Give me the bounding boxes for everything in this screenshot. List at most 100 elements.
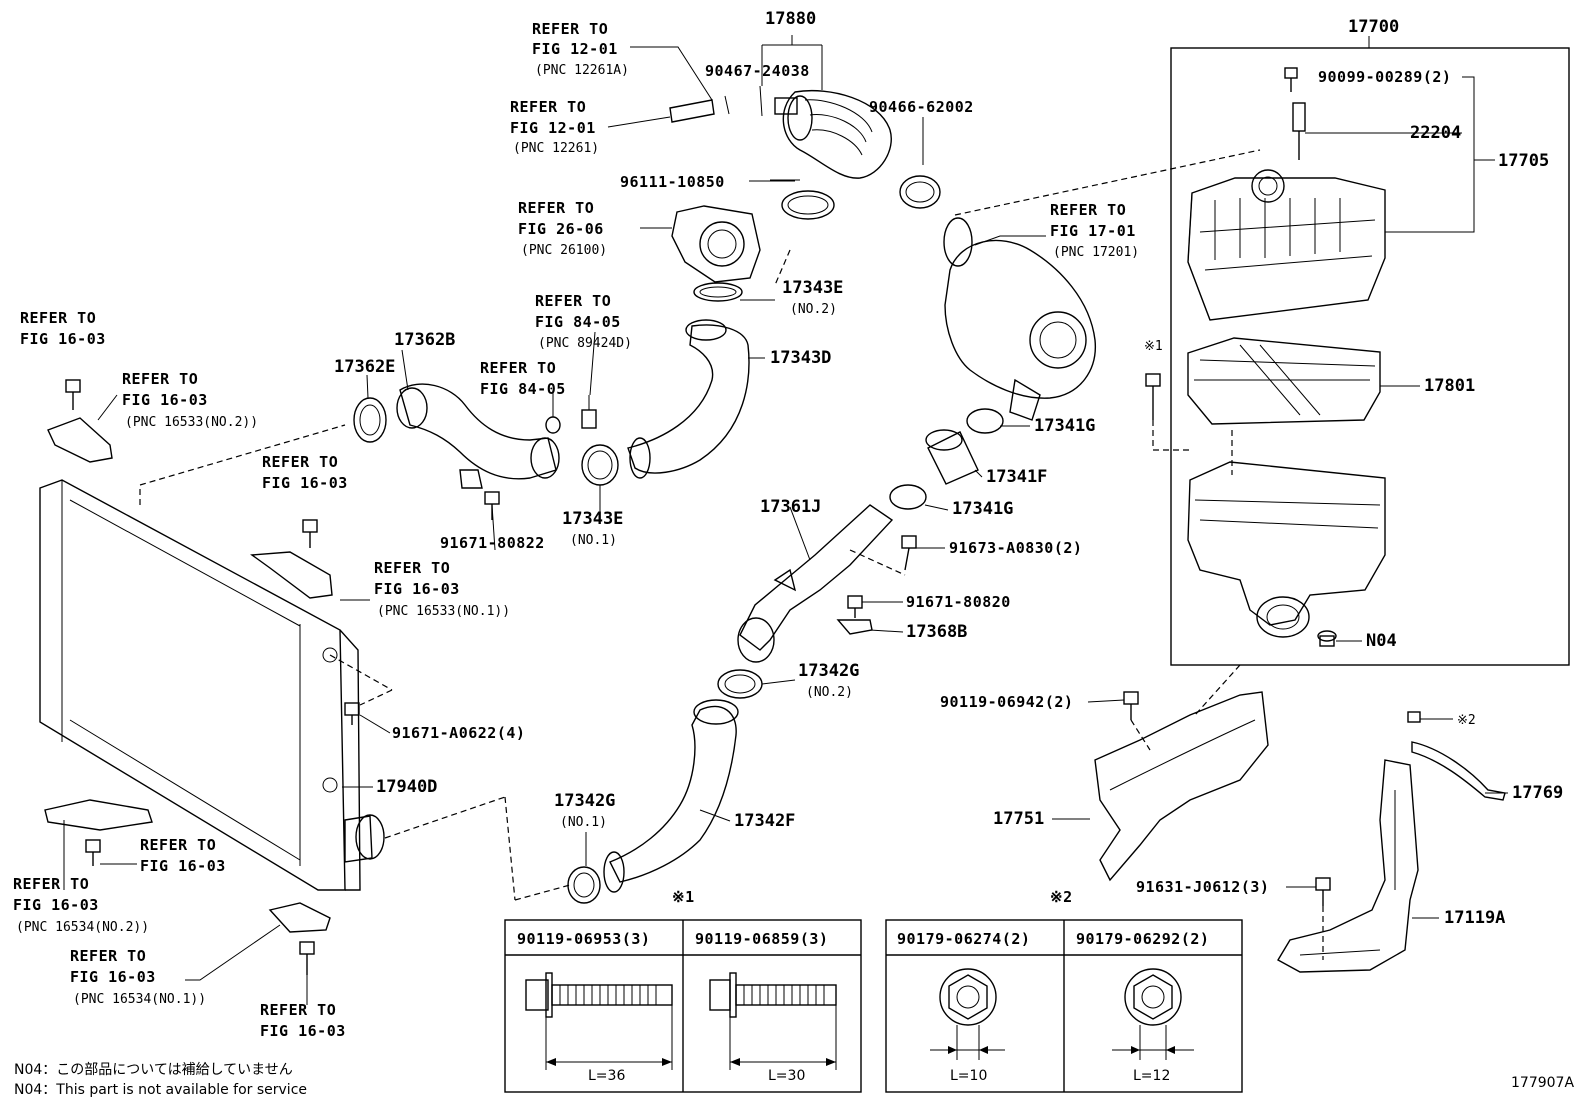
table1-col1: 90119-06953(3) xyxy=(517,930,650,948)
part-17769: 17769 xyxy=(1512,783,1563,803)
nut-mark2-drawing xyxy=(1407,711,1421,723)
duct-17751-drawing xyxy=(1094,664,1269,882)
grommet-n04-drawing xyxy=(1317,630,1337,647)
clamp-17341g-a-drawing xyxy=(966,408,1004,434)
ref-16-03-e-line2: FIG 16-03 xyxy=(140,857,226,875)
part-17342g-no2: 17342G xyxy=(798,661,859,681)
table1-col2: 90119-06859(3) xyxy=(695,930,828,948)
part-91671-80820: 91671-80820 xyxy=(906,593,1011,611)
part-17368b: 17368B xyxy=(906,622,967,642)
ref-12-01-a-line1: REFER TO xyxy=(532,20,608,38)
part-17362b: 17362B xyxy=(394,330,455,350)
bracket-17368b-drawing xyxy=(836,619,873,635)
hose-17342f-drawing xyxy=(603,699,739,893)
part-17342f: 17342F xyxy=(734,811,795,831)
bracket-16534-no1-drawing xyxy=(268,902,331,975)
part-17940d: 17940D xyxy=(376,777,437,797)
ref-12-01-a-line2: FIG 12-01 xyxy=(532,40,618,58)
part-91631-j0612: 91631-J0612(3) xyxy=(1136,878,1269,896)
intercooler-17940d-drawing xyxy=(39,424,571,901)
hose-17362b-drawing xyxy=(396,383,560,489)
part-17880: 17880 xyxy=(765,9,816,29)
part-17343e-no2-note: (NO.2) xyxy=(790,302,837,317)
labels: REFER TO FIG 12-01 (PNC 12261A) 17880 90… xyxy=(13,9,1563,1040)
ref-17-01-line3: (PNC 17201) xyxy=(1053,245,1139,260)
intake-hose-17880-drawing xyxy=(770,89,941,220)
part-22204: 22204 xyxy=(1410,123,1461,143)
table2-len1: L=10 xyxy=(950,1068,987,1084)
ref-16-03-h-line2: FIG 16-03 xyxy=(260,1022,346,1040)
ref-16-03-d-line2: FIG 16-03 xyxy=(374,580,460,598)
nut-table-mark2: ※2 90179-06274(2) 90179-06292(2) L=10 L=… xyxy=(885,888,1243,1093)
air-filter-element-drawing xyxy=(1187,337,1381,425)
part-17751: 17751 xyxy=(993,809,1044,829)
ref-16-03-c-line1: REFER TO xyxy=(262,453,338,471)
part-91673-a0830: 91673-A0830(2) xyxy=(949,539,1082,557)
part-17342g-no2-note: (NO.2) xyxy=(806,685,853,700)
ref-16-03-f-line1: REFER TO xyxy=(13,875,89,893)
flange-nut-2-drawing xyxy=(1112,968,1194,1060)
footnote-jp: N04：この部品については補給していません xyxy=(14,1062,293,1078)
diagram-id: 177907A xyxy=(1511,1075,1574,1091)
ref-16-03-h-line1: REFER TO xyxy=(260,1001,336,1019)
footnote-en: N04：This part is not available for servi… xyxy=(14,1082,307,1098)
hose-17343d-drawing xyxy=(627,319,750,479)
leader-lines xyxy=(63,35,1508,1005)
ref-16-03-a-line1: REFER TO xyxy=(20,309,96,327)
ref-16-03-b-line1: REFER TO xyxy=(122,370,198,388)
bolt-91631-drawing xyxy=(1315,877,1331,960)
part-17700: 17700 xyxy=(1348,17,1399,37)
ref-84-05-b-line2: FIG 84-05 xyxy=(480,380,566,398)
sensor-84-05-drawing xyxy=(545,395,597,434)
table1-mark: ※1 xyxy=(672,888,695,906)
ref-84-05-a-line3: (PNC 89424D) xyxy=(538,336,632,351)
ref-16-03-c-line2: FIG 16-03 xyxy=(262,474,348,492)
pipe-17361j-drawing xyxy=(737,504,906,663)
ref-26-06-line3: (PNC 26100) xyxy=(521,243,607,258)
clamp-17343e-no2-drawing xyxy=(693,282,743,302)
part-91671-80822: 91671-80822 xyxy=(440,534,545,552)
part-17362e: 17362E xyxy=(334,357,395,377)
part-17341f: 17341F xyxy=(986,467,1047,487)
ref-16-03-d-line3: (PNC 16533(NO.1)) xyxy=(377,604,510,619)
ref-84-05-a-line1: REFER TO xyxy=(535,292,611,310)
clamp-17342g-no2-drawing xyxy=(717,669,763,699)
part-90099-00289: 90099-00289(2) xyxy=(1318,68,1451,86)
mark-2-side: ※2 xyxy=(1457,713,1476,728)
mark-1-side: ※1 xyxy=(1144,339,1163,354)
turbocharger-drawing xyxy=(943,149,1261,421)
part-17343e-no2: 17343E xyxy=(782,278,843,298)
throttle-body-drawing xyxy=(671,205,791,286)
bracket-17769-drawing xyxy=(1411,741,1506,801)
ref-16-03-b-line3: (PNC 16533(NO.2)) xyxy=(125,415,258,430)
ref-16-03-g-line3: (PNC 16534(NO.1)) xyxy=(73,992,206,1007)
ref-16-03-g-line2: FIG 16-03 xyxy=(70,968,156,986)
ref-12-01-b-line1: REFER TO xyxy=(510,98,586,116)
flange-bolt-drawing xyxy=(525,972,673,1070)
ref-84-05-a-line2: FIG 84-05 xyxy=(535,313,621,331)
ref-12-01-b-line2: FIG 12-01 xyxy=(510,119,596,137)
part-91671-a0622: 91671-A0622(4) xyxy=(392,724,525,742)
part-90467-24038: 90467-24038 xyxy=(705,62,810,80)
table1-len2: L=30 xyxy=(768,1068,805,1084)
hose-17341f-drawing xyxy=(925,429,979,485)
clamp-17362e-drawing xyxy=(353,397,387,443)
ref-12-01-a-line3: (PNC 12261A) xyxy=(535,63,629,78)
bolt-90119-06942-drawing xyxy=(1123,691,1151,751)
ref-17-01-line1: REFER TO xyxy=(1050,201,1126,219)
part-17801: 17801 xyxy=(1424,376,1475,396)
part-17343e-no1: 17343E xyxy=(562,509,623,529)
ref-16-03-f-line3: (PNC 16534(NO.2)) xyxy=(16,920,149,935)
bracket-17119a-drawing xyxy=(1277,759,1419,973)
ref-16-03-e-line1: REFER TO xyxy=(140,836,216,854)
ref-16-03-f-line2: FIG 16-03 xyxy=(13,896,99,914)
bracket-16533-no2-drawing xyxy=(47,379,113,463)
table2-mark: ※2 xyxy=(1050,888,1073,906)
part-17342g-no1: 17342G xyxy=(554,791,615,811)
ref-17-01-line2: FIG 17-01 xyxy=(1050,222,1136,240)
ref-16-03-g-line1: REFER TO xyxy=(70,947,146,965)
ref-12-01-b-line3: (PNC 12261) xyxy=(513,141,599,156)
ref-16-03-a-line2: FIG 16-03 xyxy=(20,330,106,348)
part-96111-10850: 96111-10850 xyxy=(620,173,725,191)
part-17119a: 17119A xyxy=(1444,908,1505,928)
